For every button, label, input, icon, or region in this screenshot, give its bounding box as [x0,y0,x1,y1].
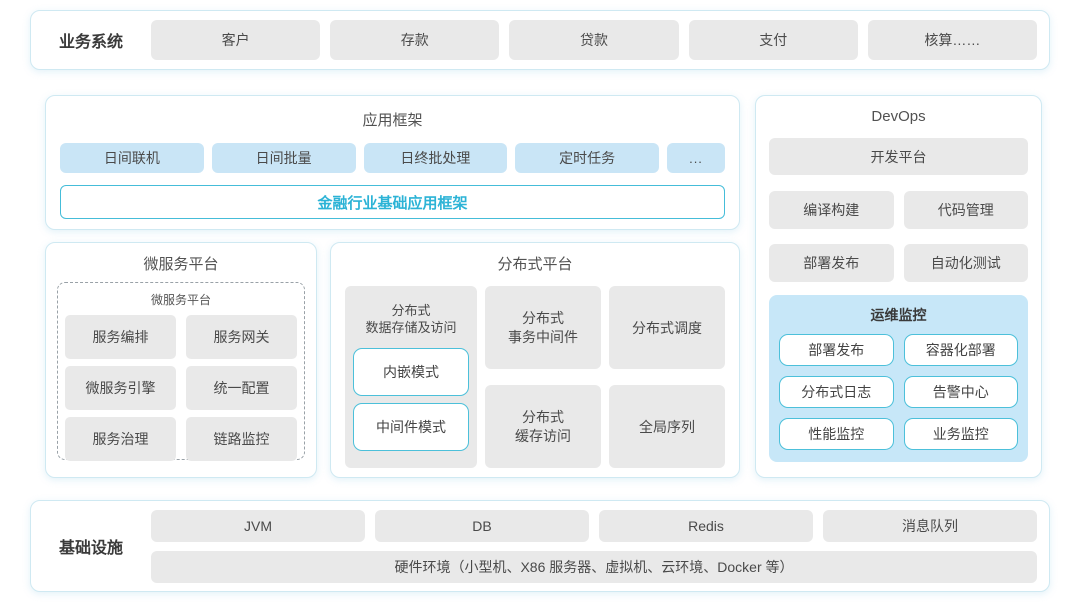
middleware-mode-box: 中间件模式 [353,403,469,451]
microservice-platform-panel: 微服务平台 微服务平台 服务编排 服务网关 微服务引擎 统一配置 服务治理 链路… [45,242,317,478]
distributed-data-storage-label: 分布式 数据存储及访问 [365,303,457,335]
microservice-platform-title: 微服务平台 [143,256,219,273]
ms-service-governance: 服务治理 [65,417,176,461]
ms-microservice-engine: 微服务引擎 [65,366,176,410]
distributed-right-column: 分布式调度 全局序列 [609,286,725,468]
microservice-inner-box: 微服务平台 服务编排 服务网关 微服务引擎 统一配置 服务治理 链路监控 [57,282,305,461]
business-item-loans: 贷款 [509,20,679,60]
devops-build: 编译构建 [769,191,894,229]
distributed-data-storage-block: 分布式 数据存储及访问 内嵌模式 中间件模式 [345,286,477,468]
distributed-scheduling: 分布式调度 [609,286,725,369]
business-item-customer: 客户 [151,20,321,60]
monitor-container-deploy: 容器化部署 [903,334,1018,366]
infra-redis: Redis [599,509,813,542]
business-item-accounting: 核算…… [867,20,1038,60]
distributed-platform-body: 分布式 数据存储及访问 内嵌模式 中间件模式 分布式 事务中间件 分布式 缓存访… [345,286,725,468]
ms-trace-monitoring: 链路监控 [186,417,297,461]
distributed-transaction-middleware: 分布式 事务中间件 [485,286,601,369]
distributed-platform-title: 分布式平台 [497,256,573,273]
business-systems-layer: 业务系统 客户 存款 贷款 支付 核算…… [30,10,1050,70]
application-framework-title: 应用框架 [362,112,423,129]
devops-code-management: 代码管理 [903,191,1028,229]
devops-deploy-release: 部署发布 [769,244,894,282]
global-sequence: 全局序列 [609,385,725,468]
business-item-payment: 支付 [688,20,858,60]
infra-db: DB [375,509,589,542]
devops-panel: DevOps 开发平台 编译构建 代码管理 部署发布 自动化测试 运维监控 部署… [755,95,1042,478]
ops-monitoring-title: 运维监控 [870,307,927,323]
hardware-environment-bar: 硬件环境（小型机、X86 服务器、虚拟机、云环境、Docker 等） [151,550,1037,583]
module-daytime-online: 日间联机 [60,143,204,173]
business-item-deposits: 存款 [330,20,500,60]
infra-jvm: JVM [151,509,365,542]
embedded-mode-box: 内嵌模式 [353,348,469,396]
distributed-middle-column: 分布式 事务中间件 分布式 缓存访问 [485,286,601,468]
ops-monitoring-panel: 运维监控 部署发布 容器化部署 分布式日志 告警中心 性能监控 业务监控 [769,295,1028,462]
microservice-items: 服务编排 服务网关 微服务引擎 统一配置 服务治理 链路监控 [65,315,297,461]
business-systems-label: 业务系统 [58,34,123,51]
monitor-distributed-logs: 分布式日志 [779,376,894,408]
application-framework-modules: 日间联机 日间批量 日终批处理 定时任务 ... [60,143,725,173]
infrastructure-items: JVM DB Redis 消息队列 [151,509,1037,542]
monitor-performance: 性能监控 [779,418,894,450]
ops-monitoring-items: 部署发布 容器化部署 分布式日志 告警中心 性能监控 业务监控 [779,334,1018,450]
ms-service-orchestration: 服务编排 [65,315,176,359]
module-daytime-batch: 日间批量 [211,143,356,173]
distributed-cache-access: 分布式 缓存访问 [485,385,601,468]
infrastructure-label: 基础设施 [58,540,123,557]
dev-platform-box: 开发平台 [769,138,1028,175]
ms-unified-config: 统一配置 [186,366,297,410]
financial-base-framework: 金融行业基础应用框架 [60,185,725,219]
devops-title: DevOps [871,108,926,125]
monitor-business: 业务监控 [903,418,1018,450]
business-systems-items: 客户 存款 贷款 支付 核算…… [151,20,1038,60]
monitor-alert-center: 告警中心 [903,376,1018,408]
devops-tools: 编译构建 代码管理 部署发布 自动化测试 [769,191,1028,282]
module-eod-batch: 日终批处理 [363,143,508,173]
monitor-deploy-release: 部署发布 [779,334,894,366]
ms-service-gateway: 服务网关 [186,315,297,359]
module-more-ellipsis: ... [667,143,725,173]
microservice-inner-title: 微服务平台 [150,293,211,307]
infra-message-queue: 消息队列 [823,509,1037,542]
application-framework-panel: 应用框架 日间联机 日间批量 日终批处理 定时任务 ... 金融行业基础应用框架 [45,95,740,230]
infrastructure-layer: 基础设施 JVM DB Redis 消息队列 硬件环境（小型机、X86 服务器、… [30,500,1050,592]
module-scheduled-tasks: 定时任务 [515,143,659,173]
devops-automated-testing: 自动化测试 [903,244,1028,282]
distributed-platform-panel: 分布式平台 分布式 数据存储及访问 内嵌模式 中间件模式 分布式 事务中间件 分… [330,242,740,478]
infrastructure-body: JVM DB Redis 消息队列 硬件环境（小型机、X86 服务器、虚拟机、云… [151,509,1037,583]
